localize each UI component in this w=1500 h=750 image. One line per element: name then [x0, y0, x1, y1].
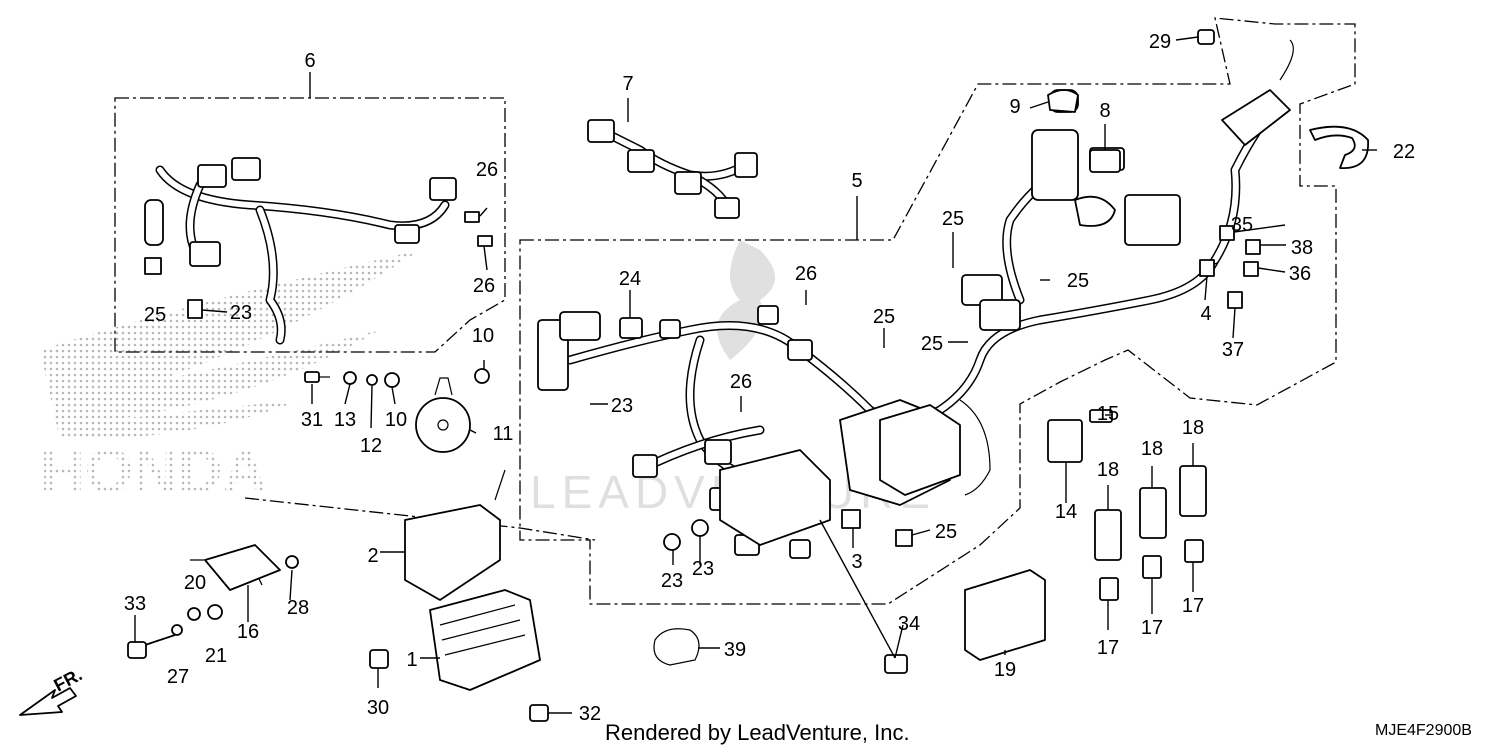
callout-6: 6	[304, 50, 315, 72]
callout-35: 35	[1231, 214, 1253, 236]
callout-25-e: 25	[935, 521, 957, 543]
callout-labels: 22 35 38 36 4 37 29 9 8 5 25 25 25 25 25…	[124, 31, 1415, 725]
callout-39: 39	[724, 639, 746, 661]
callout-15: 14	[1055, 501, 1077, 523]
callout-1: 1	[406, 649, 417, 671]
callout-26-a: 26	[795, 263, 817, 285]
callout-2: 2	[367, 545, 378, 567]
callout-21: 21	[205, 645, 227, 667]
callout-37: 37	[1222, 339, 1244, 361]
callout-20: 20	[184, 572, 206, 594]
callout-16: 15	[1097, 403, 1119, 425]
callout-18-b: 18	[1141, 438, 1163, 460]
callout-26-d: 26	[473, 275, 495, 297]
callout-18-c: 18	[1097, 459, 1119, 481]
callout-23-a: 23	[611, 395, 633, 417]
callout-10-b: 10	[385, 409, 407, 431]
main-harness-5	[537, 39, 1294, 559]
honda-wing-watermark: HONDA	[40, 250, 420, 506]
callout-29: 29	[1149, 31, 1171, 53]
callout-18-a: 18	[1182, 417, 1204, 439]
callout-24: 24	[619, 268, 641, 290]
callout-33: 33	[124, 593, 146, 615]
callout-25-a: 25	[942, 208, 964, 230]
callout-26-c: 26	[476, 159, 498, 181]
callout-25-b: 25	[1067, 270, 1089, 292]
callout-31: 31	[301, 409, 323, 431]
callout-32: 32	[579, 703, 601, 725]
callout-9: 9	[1009, 96, 1020, 118]
callout-25-c: 25	[921, 333, 943, 355]
leader-lines	[134, 36, 1377, 714]
callout-3: 3	[851, 551, 862, 573]
callout-23-d: 23	[692, 558, 714, 580]
callout-23-b: 23	[230, 302, 252, 324]
diagram-code: MJE4F2900B	[1375, 722, 1472, 739]
callout-17-a: 17	[1182, 595, 1204, 617]
callout-34: 34	[898, 613, 920, 635]
callout-22: 22	[1393, 141, 1415, 163]
callout-23-c: 23	[661, 570, 683, 592]
callout-5: 5	[851, 170, 862, 192]
callout-13: 12	[360, 435, 382, 457]
callout-12: 11	[493, 423, 514, 445]
callout-25-f: 25	[144, 304, 166, 326]
callout-19: 19	[994, 659, 1016, 681]
front-direction-label: FR.	[50, 664, 85, 695]
callout-27: 28	[287, 597, 309, 619]
render-credit: Rendered by LeadVenture, Inc.	[605, 720, 910, 745]
honda-watermark-text: HONDA	[40, 437, 267, 506]
callout-30: 30	[367, 697, 389, 719]
callout-7: 7	[622, 73, 633, 95]
callout-11: 16	[237, 621, 259, 643]
callout-14: 13	[334, 409, 356, 431]
loose-parts	[19, 29, 1369, 722]
callout-17-c: 17	[1097, 637, 1119, 659]
sub-harness-6	[144, 157, 493, 345]
callout-17-b: 17	[1141, 617, 1163, 639]
callout-36: 36	[1289, 263, 1311, 285]
callout-10-a: 10	[472, 325, 494, 347]
callout-38: 38	[1291, 237, 1313, 259]
callout-26-b: 26	[730, 371, 752, 393]
callout-28: 27	[167, 666, 189, 688]
sub-harness-7	[587, 119, 758, 219]
callout-25-d: 25	[873, 306, 895, 328]
callout-4: 4	[1200, 303, 1211, 325]
callout-8: 8	[1099, 100, 1110, 122]
